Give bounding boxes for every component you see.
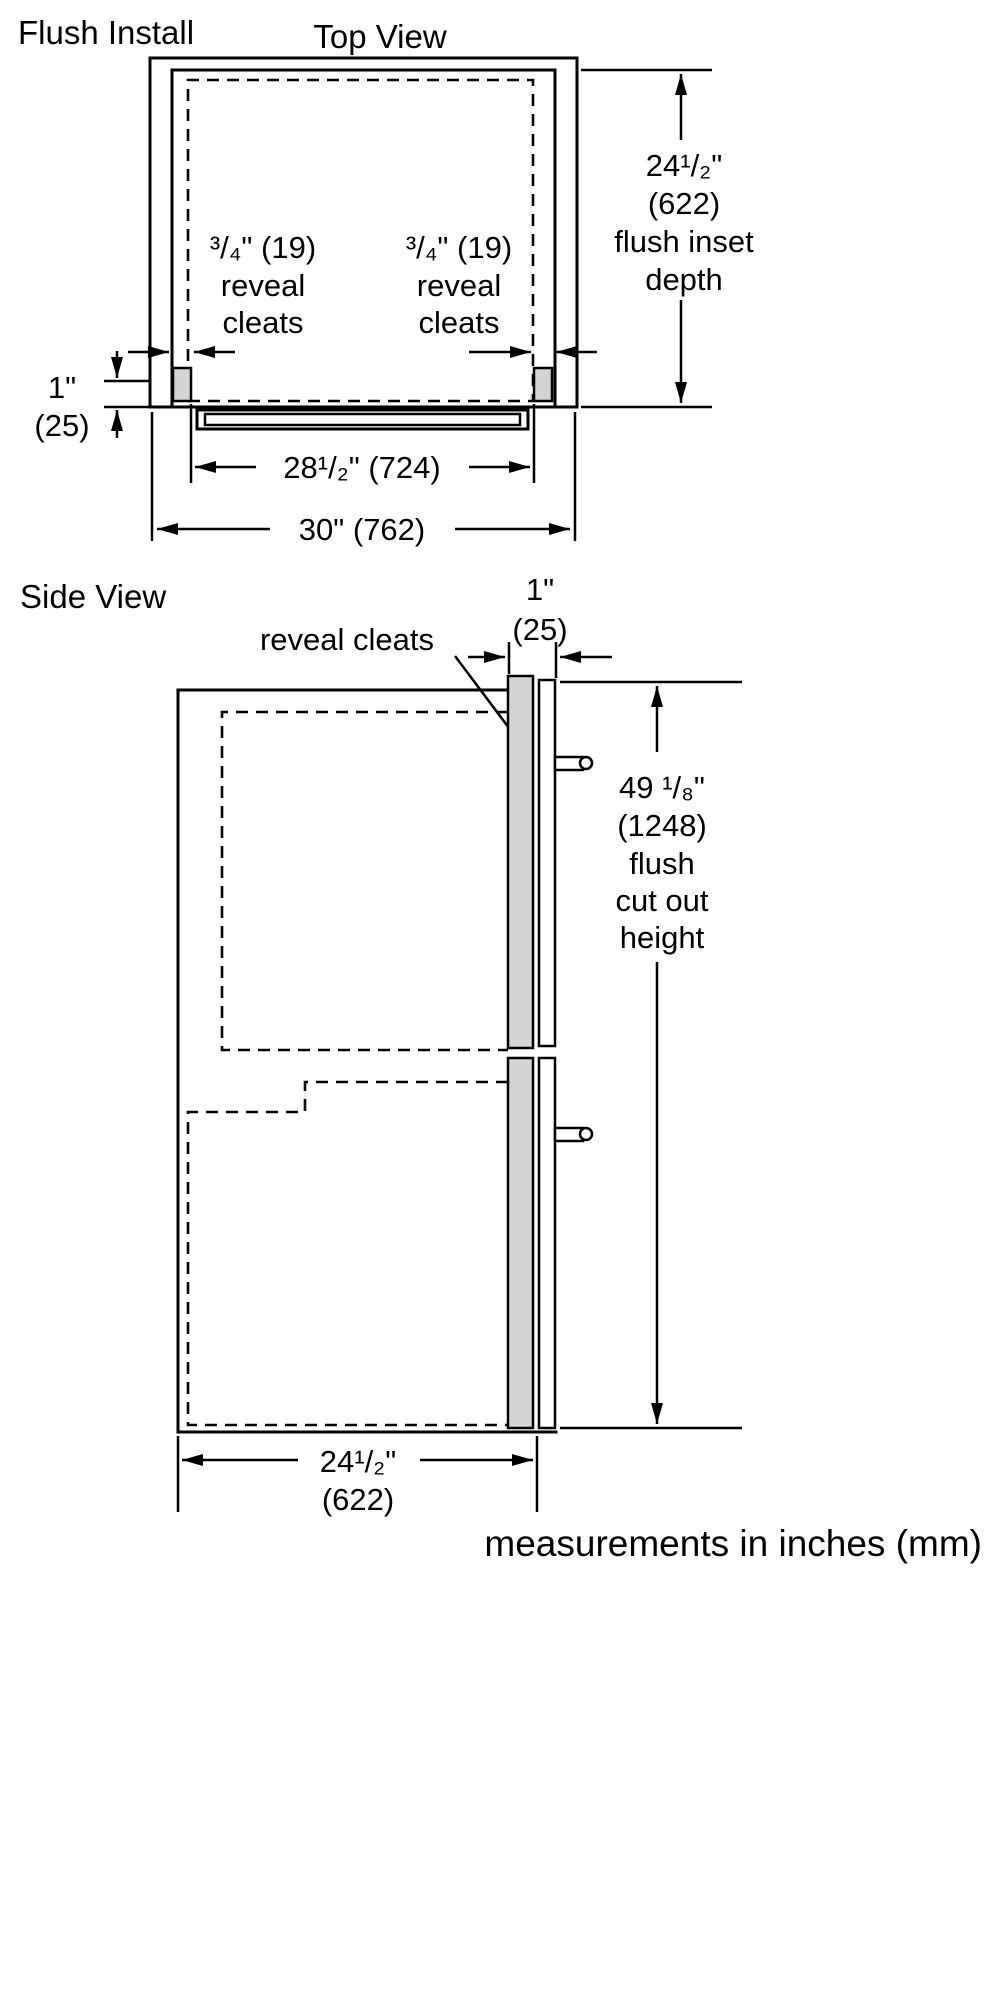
reveal-cleat-right (532, 366, 554, 403)
inset-depth-line2: (622) (648, 186, 720, 221)
cutout-height-line5: height (620, 920, 705, 955)
side-cleat-upper (506, 674, 535, 1050)
reveal-cleats-callout: reveal cleats (260, 622, 434, 657)
overall-width-value: 30" (762) (299, 512, 425, 547)
inset-depth-line4: depth (645, 262, 723, 297)
front-reveal-mm: (25) (34, 408, 89, 443)
cleat-thickness-mm: (25) (512, 612, 567, 647)
oven-front-outer (195, 408, 530, 431)
depth-value: 24¹/₂" (320, 1444, 396, 1479)
cleat-note-right-line1: ³/₄" (19) (406, 230, 512, 265)
top-view-label: Top View (313, 18, 446, 55)
upper-cavity-dashed (220, 710, 508, 1052)
depth-mm: (622) (322, 1482, 394, 1517)
reveal-cleat-left (171, 366, 193, 403)
top-view: Flush Install Top View ³/₄" (19) reveal … (18, 14, 754, 547)
cleat-note-right-line3: cleats (419, 305, 500, 340)
cleat-note-right-line2: reveal (417, 268, 501, 303)
units-note: measurements in inches (mm) (484, 1523, 982, 1564)
cleat-note-left-line3: cleats (223, 305, 304, 340)
cabinet-outer-outline (148, 56, 579, 409)
lower-cavity-dashed (186, 1080, 508, 1427)
cutout-height-line4: cut out (615, 883, 708, 918)
side-view: Side View reveal cleats 1" (25) 49 ¹/ (20, 572, 742, 1517)
cutout-height-line2: (1248) (617, 808, 707, 843)
opening-width-value: 28¹/₂" (724) (283, 450, 440, 485)
inset-depth-line1: 24¹/₂" (646, 148, 722, 183)
upper-door-panel (537, 678, 557, 1048)
cutout-height-line1: 49 ¹/₈" (619, 770, 705, 805)
side-view-label: Side View (20, 578, 166, 615)
side-cleat-lower (506, 1056, 535, 1430)
upper-door-handle-knob (578, 755, 594, 771)
flush-inset-dashed-outline (186, 78, 535, 403)
oven-front-inner (203, 412, 522, 427)
lower-door-panel (537, 1056, 557, 1430)
cleat-note-left-line1: ³/₄" (19) (210, 230, 316, 265)
inset-depth-line3: flush inset (614, 224, 754, 259)
cleat-note-left-line2: reveal (221, 268, 305, 303)
cabinet-inner-walls (170, 68, 557, 409)
cleat-thickness-value: 1" (526, 572, 554, 607)
page-title: Flush Install (18, 14, 194, 51)
side-cabinet-outline (176, 688, 558, 1434)
lower-door-handle-knob (578, 1126, 594, 1142)
cutout-height-line3: flush (629, 846, 694, 881)
front-reveal-value: 1" (48, 370, 76, 405)
